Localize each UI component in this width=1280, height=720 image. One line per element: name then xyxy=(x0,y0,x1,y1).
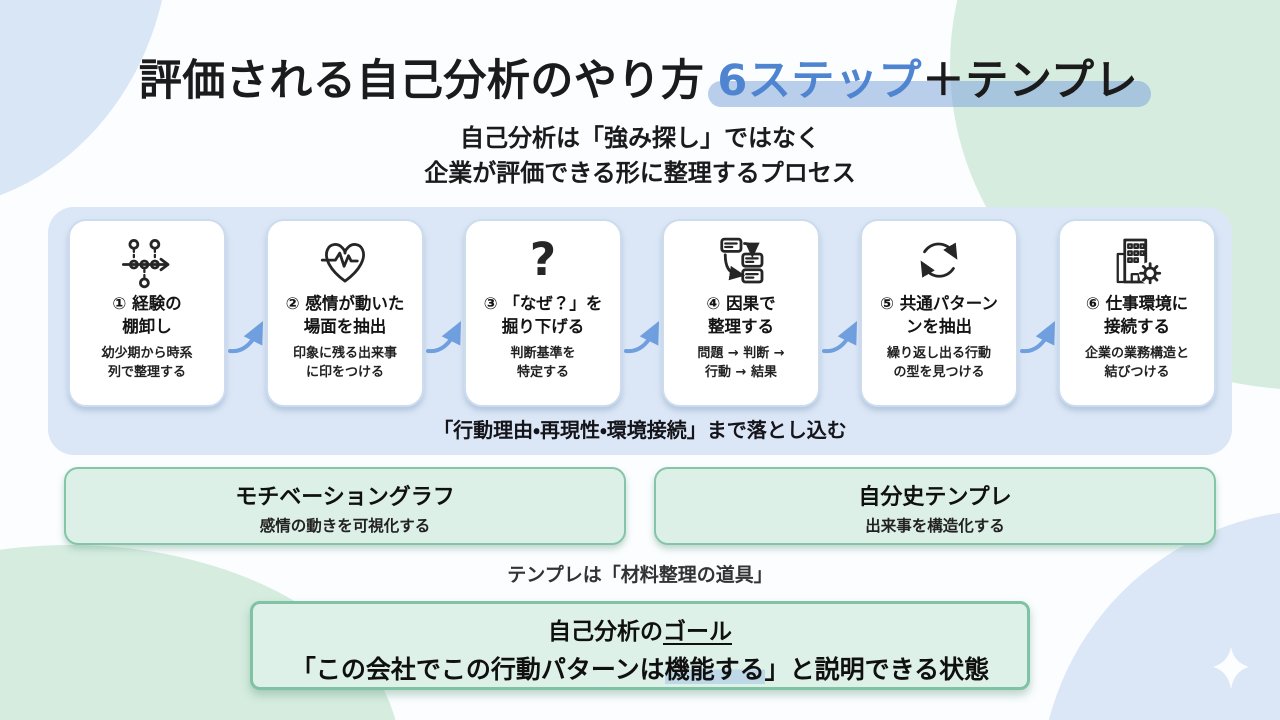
step-card-2: ② 感情が動いた 場面を抽出 印象に残る出来事 に印をつける xyxy=(266,219,424,407)
steps-panel: ① 経験の 棚卸し 幼少期から時系 列で整理する xyxy=(48,207,1232,455)
template-note: テンプレは「材料整理の道具」 xyxy=(507,564,773,586)
title-template: ＋テンプレ xyxy=(921,56,1139,106)
tool-box-motivation-graph: モチベーショングラフ 感情の動きを可視化する xyxy=(64,467,626,545)
title-steps-accent: 6ステップ xyxy=(717,56,922,106)
timeline-icon xyxy=(70,230,224,292)
steps-footer-note: 「行動理由・再現性・環境接続」まで落とし込む xyxy=(433,418,847,442)
tool-title: 自分史テンプレ xyxy=(858,485,1012,510)
step-desc: 印象に残る出来事 に印をつける xyxy=(292,346,397,380)
title-highlight: 6ステップ＋テンプレ xyxy=(708,46,1151,108)
tool-desc: 出来事を構造化する xyxy=(865,517,1005,535)
cycle-arrows-icon xyxy=(862,230,1016,292)
heart-pulse-icon xyxy=(268,230,422,292)
step-desc: 繰り返し出る行動 の型を見つける xyxy=(886,346,991,380)
curved-arrow-icon xyxy=(424,315,464,361)
step-card-4: ④ 因果で 整理する 問題 → 判断 → 行動 → 結果 xyxy=(662,219,820,407)
sparkle-icon xyxy=(1213,646,1249,690)
goal-box: 自己分析のゴール 「この会社でこの行動パターンは機能する」と説明できる状態 xyxy=(250,601,1030,690)
subtitle-line-1: 自己分析は「強み探し」ではなく xyxy=(460,124,820,152)
tool-title: モチベーショングラフ xyxy=(235,485,455,510)
curved-arrow-icon xyxy=(1018,315,1058,361)
step-title: ④ 因果で 整理する xyxy=(706,294,776,336)
goal-title-underlined: ゴール xyxy=(663,619,732,645)
step-title: ② 感情が動いた 場面を抽出 xyxy=(285,294,405,336)
building-gear-icon xyxy=(1060,230,1214,292)
steps-row: ① 経験の 棚卸し 幼少期から時系 列で整理する xyxy=(48,207,1232,407)
curved-arrow-icon xyxy=(226,315,266,361)
step-title: ⑥ 仕事環境に 接続する xyxy=(1085,294,1189,336)
step-desc: 判断基準を 特定する xyxy=(510,346,576,380)
goal-statement: 「この会社でこの行動パターンは機能する」と説明できる状態 xyxy=(290,655,990,684)
step-title: ③ 「なぜ？」を 掘り下げる xyxy=(483,294,603,336)
title-main: 評価される自己分析のやり方 xyxy=(138,56,705,106)
tool-desc: 感情の動きを可視化する xyxy=(259,517,431,535)
step-desc: 問題 → 判断 → 行動 → 結果 xyxy=(697,346,785,380)
curved-arrow-icon xyxy=(622,315,662,361)
step-card-6: ⑥ 仕事環境に 接続する 企業の業務構造と 結びつける xyxy=(1058,219,1216,407)
subtitle-line-2: 企業が評価できる形に整理するプロセス xyxy=(424,159,856,187)
svg-text:?: ? xyxy=(530,233,556,286)
step-desc: 幼少期から時系 列で整理する xyxy=(101,346,193,380)
curved-arrow-icon xyxy=(820,315,860,361)
tool-box-personal-history-template: 自分史テンプレ 出来事を構造化する xyxy=(654,467,1216,545)
step-title: ⑤ 共通パターン ンを抽出 xyxy=(880,294,998,336)
step-desc: 企業の業務構造と 結びつける xyxy=(1084,346,1189,380)
step-title: ① 経験の 棚卸し xyxy=(112,294,182,336)
step-card-3: ? ③ 「なぜ？」を 掘り下げる 判断基準を 特定する xyxy=(464,219,622,407)
step-card-5: ⑤ 共通パターン ンを抽出 繰り返し出る行動 の型を見つける xyxy=(860,219,1018,407)
step-card-1: ① 経験の 棚卸し 幼少期から時系 列で整理する xyxy=(68,219,226,407)
subtitle: 自己分析は「強み探し」ではなく 企業が評価できる形に整理するプロセス xyxy=(0,121,1280,191)
flow-boxes-icon xyxy=(664,230,818,292)
question-icon: ? xyxy=(466,230,620,292)
goal-highlighted-phrase: 機能する xyxy=(664,655,765,684)
goal-title: 自己分析のゴール xyxy=(548,619,732,645)
